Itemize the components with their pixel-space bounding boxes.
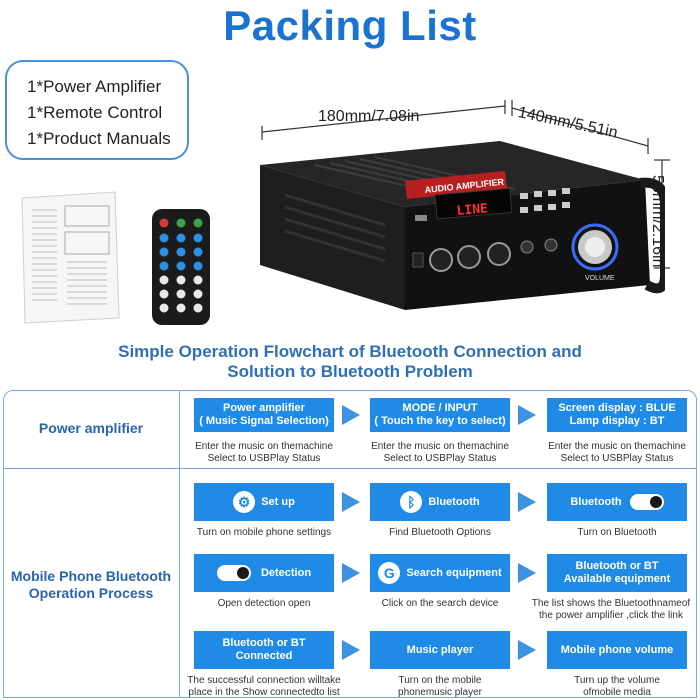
volume-label: VOLUME: [585, 275, 615, 282]
step-detection: Detection: [194, 554, 334, 592]
step-search-equipment: G Search equipment: [370, 554, 510, 592]
bluetooth-icon: ᛒ: [400, 491, 423, 513]
step-description: Find Bluetooth Options: [389, 527, 491, 538]
width-dimension: 180mm/7.08in: [318, 108, 420, 125]
step-description: The list shows the Bluetoothnameof the p…: [531, 598, 691, 621]
power-amplifier-image: AUDIO AMPLIFIER LINE VOLUME: [255, 135, 670, 340]
arrow-right-icon: [342, 640, 360, 660]
step-available-equipment: Bluetooth or BT Available equipment: [547, 554, 687, 592]
step-description: The successful connection willtake place…: [187, 675, 341, 698]
step-description: Click on the search device: [381, 598, 499, 609]
step-power-amplifier: Power amplifier ( Music Signal Selection…: [194, 398, 334, 432]
arrow-right-icon: [518, 405, 536, 425]
search-icon: G: [378, 562, 401, 584]
step-description: Enter the music on themachine Select to …: [371, 441, 509, 464]
toggle-icon: [216, 565, 251, 581]
step-screen-display: Screen display : BLUE Lamp display : BT: [547, 398, 687, 432]
step-description: Enter the music on themachine Select to …: [195, 441, 333, 464]
arrow-right-icon: [342, 492, 360, 512]
step-connected: Bluetooth or BT Connected: [194, 631, 334, 669]
arrow-right-icon: [518, 492, 536, 512]
settings-gear-icon: ⚙: [233, 491, 256, 513]
step-label: Set up: [261, 495, 295, 508]
table-divider: [3, 468, 697, 469]
step-description: Turn on Bluetooth: [577, 527, 657, 538]
row-label-power-amplifier: Power amplifier: [38, 420, 144, 436]
step-description: Turn on mobile phone settings: [196, 527, 332, 538]
step-description: Turn on the mobile phonemusic player: [398, 675, 482, 698]
toggle-on-icon: [629, 494, 664, 510]
step-label: Bluetooth: [570, 495, 622, 508]
flowchart-title: Simple Operation Flowchart of Bluetooth …: [0, 342, 700, 382]
step-phone-volume: Mobile phone volume: [547, 631, 687, 669]
contents-item: 1*Remote Control: [27, 103, 163, 122]
flowchart-table: [3, 390, 697, 698]
step-description: Enter the music on themachine Select to …: [548, 441, 686, 464]
step-label: Search equipment: [406, 566, 502, 579]
step-set-up: ⚙ Set up: [194, 483, 334, 521]
step-music-player: Music player: [370, 631, 510, 669]
flowchart-title-line: Solution to Bluetooth Problem: [227, 362, 473, 381]
step-description: Open detection open: [217, 598, 311, 609]
arrow-right-icon: [342, 405, 360, 425]
row-label-mobile-bluetooth: Mobile Phone Bluetooth Operation Process: [10, 568, 172, 601]
step-description: Turn up the volume ofmobile media: [574, 675, 660, 698]
step-label: Detection: [260, 566, 312, 579]
step-mode-input: MODE / INPUT ( Touch the key to select): [370, 398, 510, 432]
flowchart-title-line: Simple Operation Flowchart of Bluetooth …: [118, 342, 582, 361]
package-contents-box: 1*Power Amplifier 1*Remote Control 1*Pro…: [5, 60, 189, 160]
contents-item: 1*Product Manuals: [27, 129, 171, 148]
table-divider: [179, 390, 180, 698]
step-label: Bluetooth: [428, 495, 480, 508]
page-title: Packing List: [223, 2, 477, 49]
remote-control-image: [150, 207, 212, 327]
arrow-right-icon: [342, 563, 360, 583]
step-bluetooth: ᛒ Bluetooth: [370, 483, 510, 521]
arrow-right-icon: [518, 640, 536, 660]
amp-display-text: LINE: [456, 201, 489, 219]
arrow-right-icon: [518, 563, 536, 583]
contents-item: 1*Power Amplifier: [27, 77, 162, 96]
product-manual-image: [17, 190, 122, 325]
step-bluetooth-toggle: Bluetooth: [547, 483, 687, 521]
